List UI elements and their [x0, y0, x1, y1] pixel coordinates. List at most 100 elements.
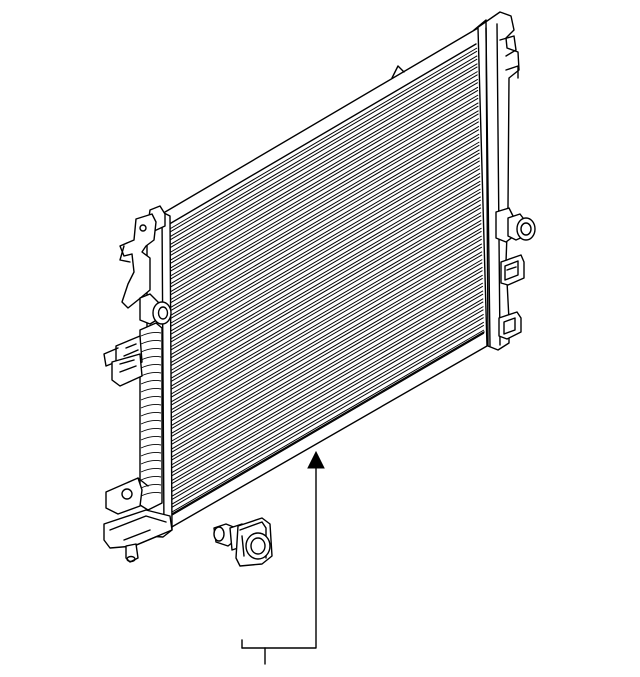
fin-line [172, 310, 484, 492]
fin-line [169, 126, 479, 308]
fin-line [169, 130, 479, 312]
left-upper-bracket [120, 206, 165, 308]
fin-line [168, 59, 477, 241]
fin-line [169, 134, 479, 316]
fin-line [169, 106, 479, 288]
fin-line [172, 330, 484, 512]
fin-line [171, 231, 482, 413]
fin-line [170, 173, 480, 355]
fin-line [171, 267, 482, 449]
fin-line [171, 252, 482, 434]
fin-line [171, 247, 482, 429]
fin-line [168, 51, 477, 233]
fin-line [169, 142, 479, 324]
tank-rib [141, 436, 161, 440]
left-tank-face [162, 214, 164, 532]
radiator-outlet [496, 208, 535, 242]
fin-line [171, 260, 482, 442]
fin-line [170, 197, 481, 379]
fin-line [172, 333, 484, 515]
fin-line [172, 318, 484, 500]
tank-rib [141, 428, 161, 432]
tank-rib [141, 348, 161, 352]
fin-line [170, 205, 481, 387]
fin-line [168, 48, 477, 230]
fin-line [171, 278, 482, 460]
radiator-core-inner-top [166, 44, 476, 226]
fin-line [169, 145, 479, 327]
fin-line [170, 224, 481, 406]
tank-rib [141, 452, 161, 456]
fin-line [170, 208, 481, 390]
fin-line [169, 103, 479, 285]
fin-line [170, 189, 481, 371]
fin-line [172, 322, 484, 504]
tank-rib [141, 372, 161, 376]
fin-line [171, 236, 482, 418]
fin-line [169, 95, 479, 277]
tank-rib [141, 444, 161, 448]
fin-line [170, 161, 480, 343]
radiator-assembly [104, 12, 535, 562]
callout-leader [242, 466, 316, 648]
fin-line [170, 184, 480, 366]
fin-line [168, 64, 477, 246]
tank-rib [141, 476, 161, 480]
fin-line [171, 255, 482, 437]
tank-rib [141, 412, 161, 416]
fin-line [168, 83, 477, 265]
fin-line [168, 72, 477, 254]
fin-line [172, 307, 484, 489]
tank-rib [141, 396, 161, 400]
fin-line [169, 153, 479, 335]
fin-line [171, 283, 483, 465]
right-upper-bracket [500, 36, 518, 78]
radiator-core-inner-bottom [172, 332, 484, 514]
radiator-fins [168, 48, 484, 515]
fin-line [169, 114, 479, 296]
radiator-top-tab [392, 66, 404, 78]
fin-line [168, 56, 477, 238]
tank-rib [141, 380, 161, 384]
radiator-bottom-foot [104, 510, 172, 562]
fin-line [170, 213, 481, 395]
fin-line [171, 239, 482, 421]
fin-line [170, 158, 480, 340]
left-side-mounts [104, 336, 142, 386]
fin-line [171, 291, 483, 473]
fin-line [169, 90, 478, 272]
fin-line [171, 294, 483, 476]
tank-rib [141, 468, 161, 472]
fin-line [168, 79, 477, 261]
right-tank-face [486, 28, 490, 346]
fin-line [169, 150, 479, 332]
fin-line [171, 263, 482, 445]
fin-line [171, 244, 482, 426]
tank-rib [141, 356, 161, 360]
tank-rib [141, 404, 161, 408]
tank-rib [141, 388, 161, 392]
fin-line [172, 325, 484, 507]
tank-rib [141, 420, 161, 424]
radiator-inlet [140, 294, 171, 324]
fin-line [169, 87, 478, 269]
fin-line [170, 166, 480, 348]
fin-line [169, 98, 479, 280]
tank-rib [141, 364, 161, 368]
fin-line [170, 192, 481, 374]
tank-rib [141, 484, 161, 488]
tank-rib [141, 340, 161, 344]
radiator-callout [242, 452, 324, 664]
fin-line [170, 169, 480, 351]
fin-line [169, 119, 479, 301]
fin-line [172, 302, 484, 484]
right-lower-bracket [499, 312, 521, 339]
fin-line [170, 200, 481, 382]
fin-line [172, 314, 484, 496]
fin-line [171, 228, 482, 410]
fin-line [168, 67, 477, 249]
fin-line [171, 271, 482, 453]
fin-line [170, 181, 480, 363]
left-lower-bracket [106, 478, 148, 514]
